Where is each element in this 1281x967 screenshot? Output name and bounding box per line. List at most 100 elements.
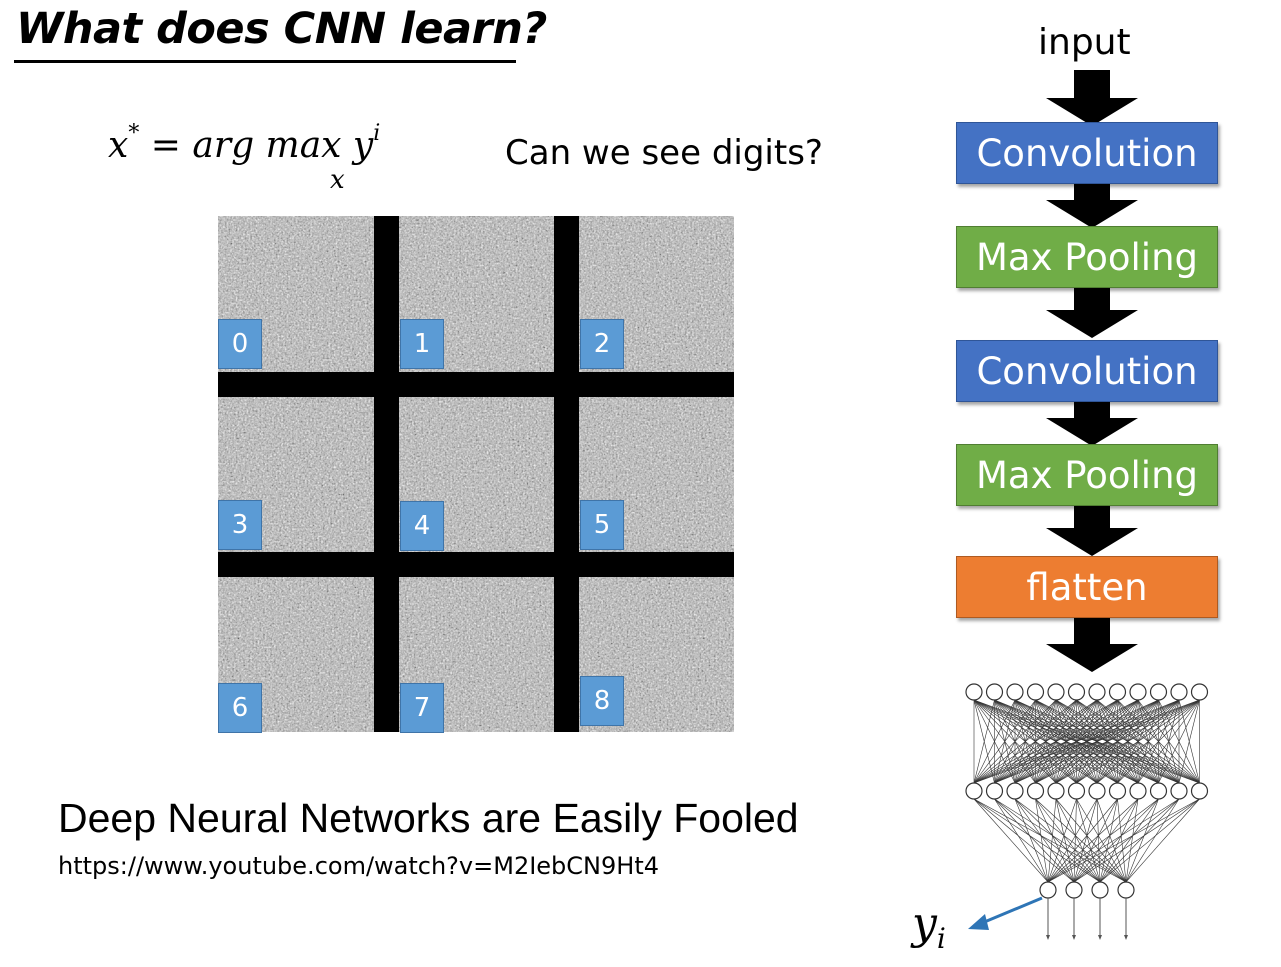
network-connection	[1096, 699, 1200, 784]
formula-target-sup: i	[373, 121, 381, 146]
output-tip-icon	[1072, 935, 1076, 940]
network-connection	[973, 699, 1016, 784]
output-symbol: y	[912, 898, 937, 949]
network-connection	[1014, 798, 1127, 883]
formula-equals: =	[150, 125, 181, 166]
network-node	[1117, 881, 1135, 899]
network-connection	[973, 798, 1049, 883]
network-connection	[1073, 798, 1098, 883]
down-arrow-icon	[1046, 618, 1138, 672]
network-node	[1006, 782, 1024, 800]
layer-convolution-1: Convolution	[956, 122, 1218, 184]
network-connection	[973, 699, 1077, 784]
formula-lhs-sup: *	[128, 121, 140, 146]
network-connection	[973, 699, 1036, 784]
network-node	[1065, 881, 1083, 899]
network-connection	[1047, 798, 1098, 883]
network-connection	[994, 798, 1127, 883]
network-connection	[1099, 798, 1159, 883]
cell-label-7: 7	[400, 683, 444, 733]
fully-connected-network	[965, 683, 1209, 940]
network-connection	[1014, 699, 1200, 784]
network-connection	[1125, 798, 1139, 883]
paper-title: Deep Neural Networks are Easily Fooled	[58, 795, 799, 841]
output-tip-icon	[1124, 935, 1128, 940]
network-connection	[1047, 798, 1180, 883]
cell-label-6: 6	[218, 683, 262, 733]
network-node	[1067, 683, 1086, 701]
network-connection	[1117, 699, 1200, 784]
grid-bar-h2	[218, 552, 734, 577]
network-connection	[1099, 798, 1180, 883]
output-tip-icon	[1046, 935, 1050, 940]
network-connection	[1125, 798, 1200, 883]
network-connection	[1035, 798, 1101, 883]
network-node	[1026, 782, 1045, 800]
network-connection	[1073, 798, 1200, 883]
down-arrow-icon	[1046, 70, 1138, 126]
network-connection	[1047, 798, 1159, 883]
network-node	[1170, 782, 1188, 800]
network-connection	[1035, 798, 1049, 883]
network-node	[985, 683, 1004, 701]
network-node	[1149, 782, 1168, 800]
layer-maxpooling-1: Max Pooling	[956, 226, 1218, 288]
cell-label-3: 3	[218, 500, 262, 550]
network-connection	[973, 699, 1159, 784]
network-connection	[994, 798, 1101, 883]
network-connection	[1035, 699, 1200, 784]
network-connection	[1137, 699, 1200, 784]
network-node	[1108, 683, 1127, 701]
network-connection	[1073, 798, 1077, 883]
network-connection	[973, 798, 1127, 883]
network-connection	[1076, 798, 1101, 883]
network-connection	[1073, 798, 1139, 883]
network-connection	[1047, 798, 1118, 883]
network-connection	[973, 699, 1200, 784]
slide-title: What does CNN learn?	[16, 4, 547, 54]
network-connection	[973, 699, 1057, 784]
network-connection	[1014, 798, 1049, 883]
network-connection	[1073, 798, 1159, 883]
network-connection	[1125, 798, 1159, 883]
network-node	[1129, 782, 1147, 800]
grid-bar-h1	[218, 372, 734, 397]
network-connection	[973, 699, 1139, 784]
cell-label-0: 0	[218, 319, 262, 369]
network-connection	[973, 699, 1180, 784]
network-node	[1067, 782, 1086, 800]
network-node	[1088, 683, 1106, 701]
network-connection	[994, 699, 1200, 784]
network-connection	[1178, 699, 1200, 784]
down-arrow-icon	[1046, 396, 1138, 446]
cell-label-5: 5	[580, 500, 624, 550]
title-underline	[14, 60, 516, 63]
network-connection	[973, 699, 1118, 784]
network-connection	[1096, 798, 1101, 883]
network-connection	[1055, 798, 1101, 883]
network-connection	[973, 699, 995, 784]
network-connection	[1099, 798, 1200, 883]
network-connection	[1035, 798, 1127, 883]
network-connection	[1047, 798, 1077, 883]
video-link[interactable]: https://www.youtube.com/watch?v=M2IebCN9…	[58, 852, 659, 880]
question-text: Can we see digits?	[505, 133, 823, 173]
output-subscript: i	[936, 921, 946, 955]
network-connection	[1014, 798, 1075, 883]
network-node	[1129, 683, 1147, 701]
network-connection	[973, 798, 1075, 883]
network-connection	[1047, 798, 1139, 883]
cell-label-1: 1	[400, 319, 444, 369]
down-arrow-icon	[1046, 286, 1138, 338]
layer-flatten: flatten	[956, 556, 1218, 618]
grid-bar-v2	[554, 216, 579, 732]
network-connection	[1073, 798, 1118, 883]
network-node	[1091, 881, 1109, 899]
network-connection	[1047, 798, 1057, 883]
network-connection	[973, 699, 1098, 784]
layer-convolution-2: Convolution	[956, 340, 1218, 402]
network-node	[1047, 683, 1065, 701]
network-node	[1006, 683, 1024, 701]
network-node	[1047, 782, 1065, 800]
network-node	[1149, 683, 1168, 701]
